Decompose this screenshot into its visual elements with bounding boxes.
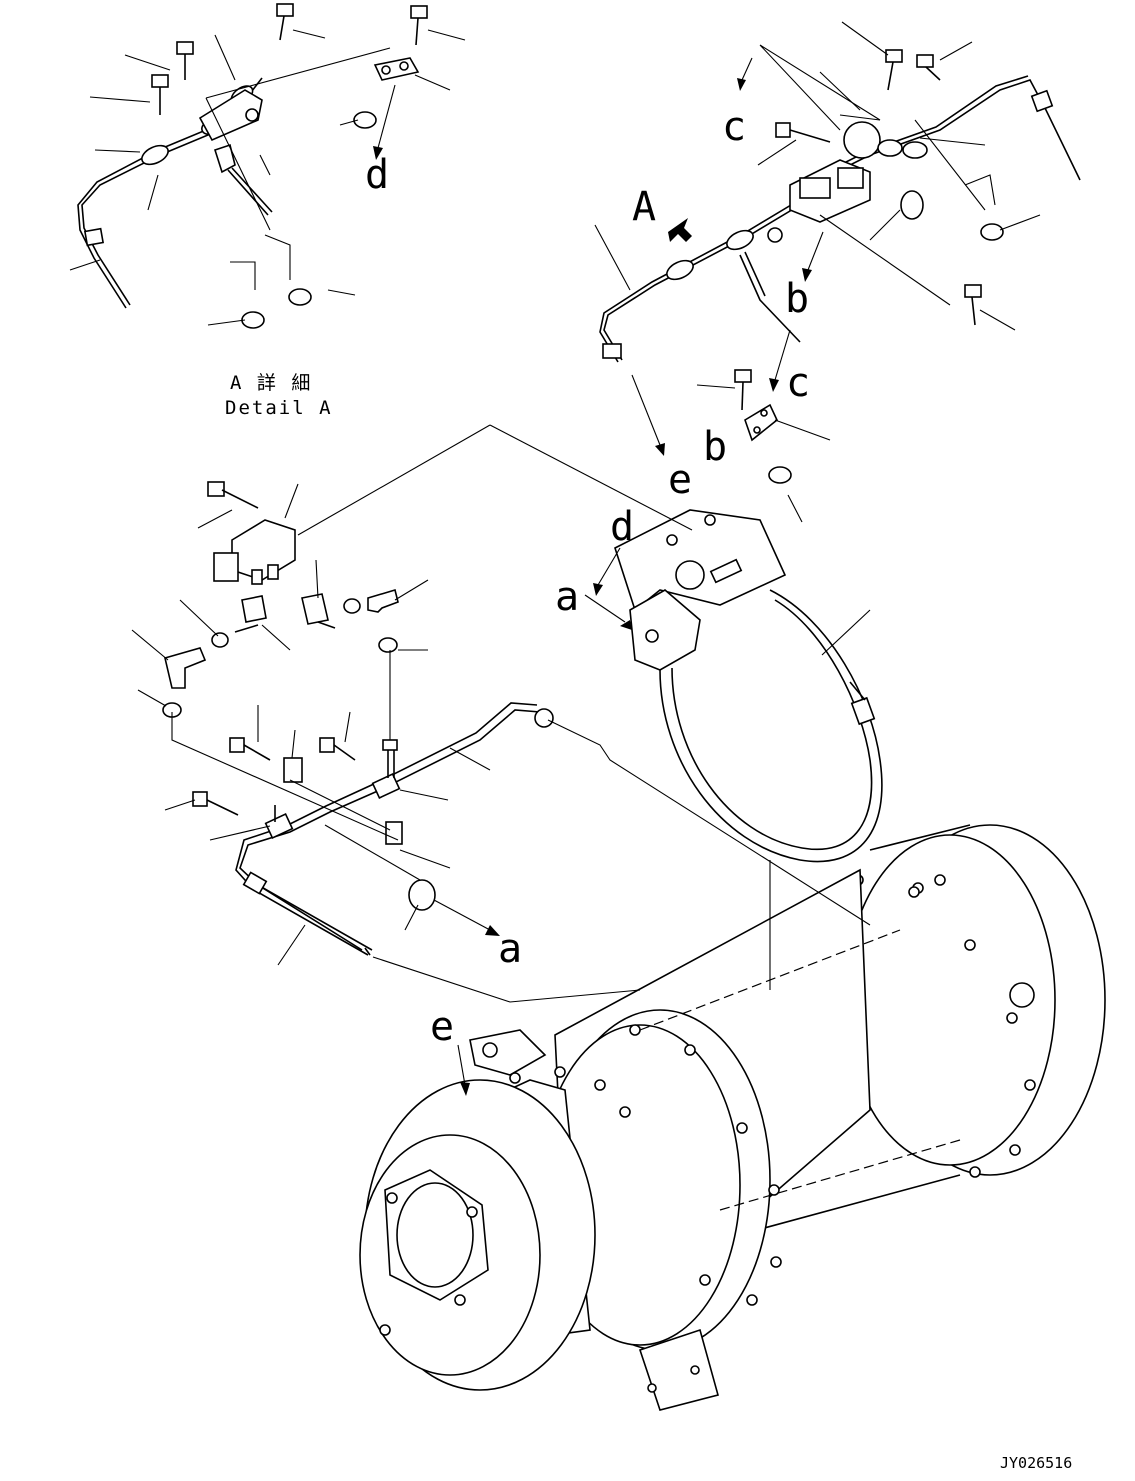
- clip-icon: [385, 821, 403, 845]
- muffler-assembly: [359, 719, 1106, 1411]
- detail-caption-jp: A 詳 細: [230, 372, 312, 394]
- sensor-harness-assembly: [594, 21, 1081, 523]
- fitting-icon: [301, 593, 329, 625]
- nut-icon: [980, 223, 1004, 241]
- bolt-icon: [916, 54, 941, 81]
- drawing-code: JY026516: [1000, 1454, 1072, 1472]
- bolt-icon: [319, 737, 356, 761]
- bracket-band-assembly: [297, 424, 883, 863]
- nut-icon: [288, 288, 312, 306]
- bolt-icon: [192, 791, 239, 816]
- spacer-icon: [900, 190, 924, 220]
- bolt-icon: [964, 284, 982, 326]
- callout-b-top: b: [785, 276, 809, 322]
- callout-d-top: d: [365, 152, 389, 198]
- view-arrow-icon: [668, 218, 692, 242]
- detail-caption-en: Detail A: [225, 397, 333, 419]
- fitting-icon: [241, 595, 267, 623]
- nut-icon: [353, 111, 377, 129]
- callout-e-bottom: e: [430, 1004, 454, 1050]
- bolt-icon: [151, 74, 169, 115]
- callout-a-top: a: [555, 574, 579, 620]
- bolt-icon: [410, 5, 428, 46]
- bolt-icon: [207, 481, 259, 509]
- clip-icon: [283, 757, 303, 783]
- hose-icon: [164, 647, 207, 689]
- bolt-icon: [734, 369, 752, 411]
- callout-b-mid: b: [703, 424, 727, 470]
- callout-c-top: c: [722, 104, 746, 150]
- bolt-icon: [775, 122, 831, 143]
- nut-icon: [241, 311, 265, 329]
- view-label-a: A: [632, 184, 656, 230]
- callout-a-bottom: a: [498, 926, 522, 972]
- hose-icon: [367, 588, 399, 613]
- callout-e-mid: e: [668, 457, 692, 503]
- pipe-fittings-assembly: [131, 481, 554, 966]
- nut-icon: [768, 466, 792, 484]
- bolt-icon: [176, 41, 194, 80]
- bolt-icon: [276, 3, 294, 41]
- bolt-icon: [885, 49, 903, 91]
- spacer-icon: [408, 879, 436, 911]
- bolt-icon: [229, 737, 271, 761]
- callout-c-mid: c: [786, 360, 810, 406]
- detail-a-assembly: [69, 3, 466, 329]
